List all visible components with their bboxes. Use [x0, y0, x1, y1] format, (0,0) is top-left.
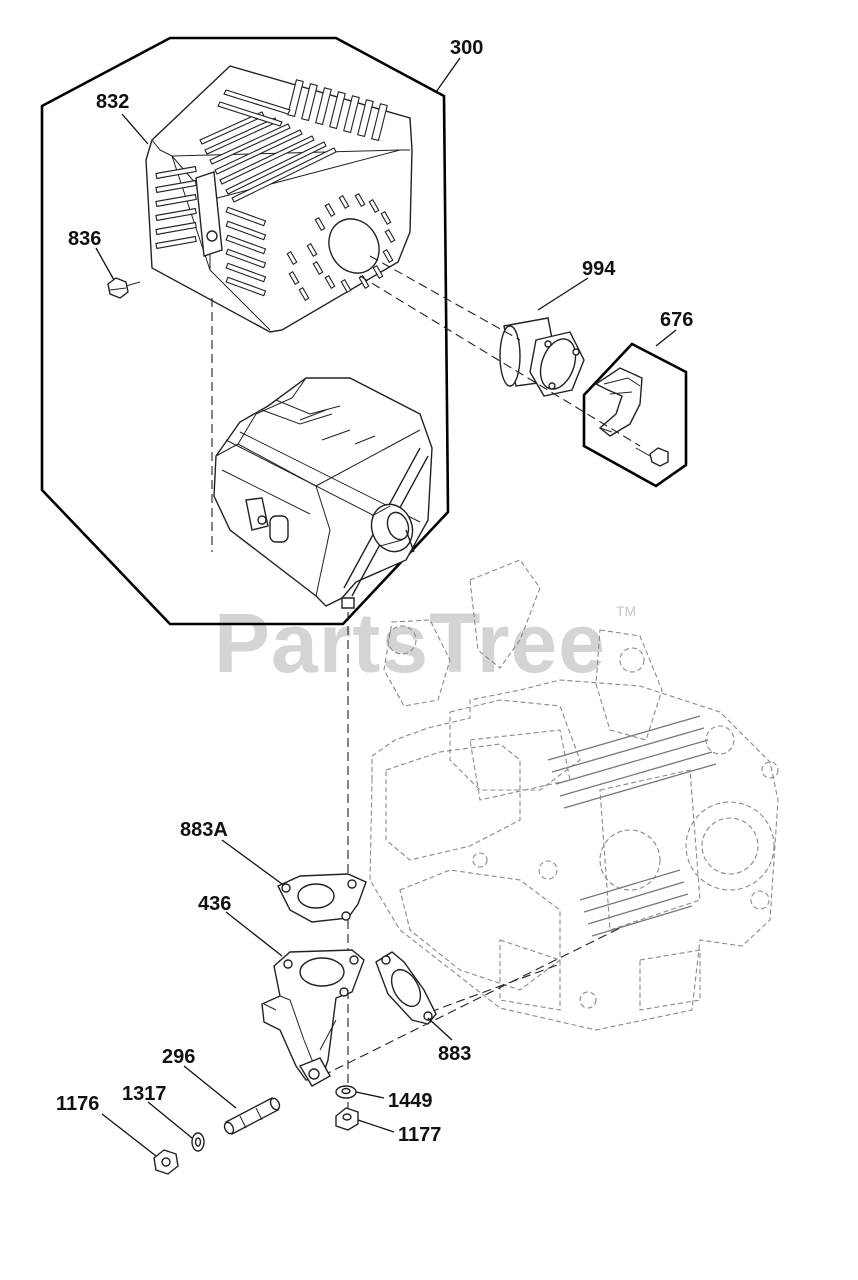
callout-296: 296 [162, 1046, 195, 1068]
exhaust-manifold-436 [261, 949, 365, 1087]
callout-994: 994 [582, 258, 616, 280]
leader-lines [95, 57, 677, 1157]
callout-436: 436 [198, 893, 231, 915]
watermark-trademark: TM [616, 603, 636, 619]
callout-1177: 1177 [398, 1124, 441, 1146]
kit-300-outline [40, 36, 450, 626]
muffler-heat-shield-832 [145, 65, 413, 333]
callout-1317: 1317 [122, 1083, 167, 1105]
callout-832: 832 [96, 91, 129, 113]
gasket-883A [277, 873, 367, 923]
muffler-body [213, 377, 433, 609]
callout-883: 883 [438, 1043, 471, 1065]
callout-300: 300 [450, 37, 483, 59]
nut-1176 [153, 1149, 179, 1175]
spark-arrestor-994 [499, 317, 585, 397]
kit-676-outline [582, 342, 688, 488]
watermark-text: PartsTree [214, 596, 606, 690]
washer-1449 [335, 1085, 357, 1099]
deflector-676 [594, 367, 669, 467]
callout-836: 836 [68, 228, 101, 250]
screw-836 [107, 277, 141, 299]
callout-883A: 883A [180, 819, 228, 841]
gasket-883 [375, 951, 437, 1025]
stud-296 [223, 1097, 281, 1135]
alignment-lines [211, 255, 641, 1110]
washer-1317 [191, 1132, 205, 1152]
callout-1176: 1176 [56, 1093, 99, 1115]
callout-1449: 1449 [388, 1090, 433, 1112]
callout-676: 676 [660, 309, 693, 331]
callout-labels: 300 832 836 994 676 883A 436 883 296 131… [56, 37, 693, 1146]
nut-1177 [335, 1107, 359, 1131]
engine-block [369, 559, 779, 1031]
